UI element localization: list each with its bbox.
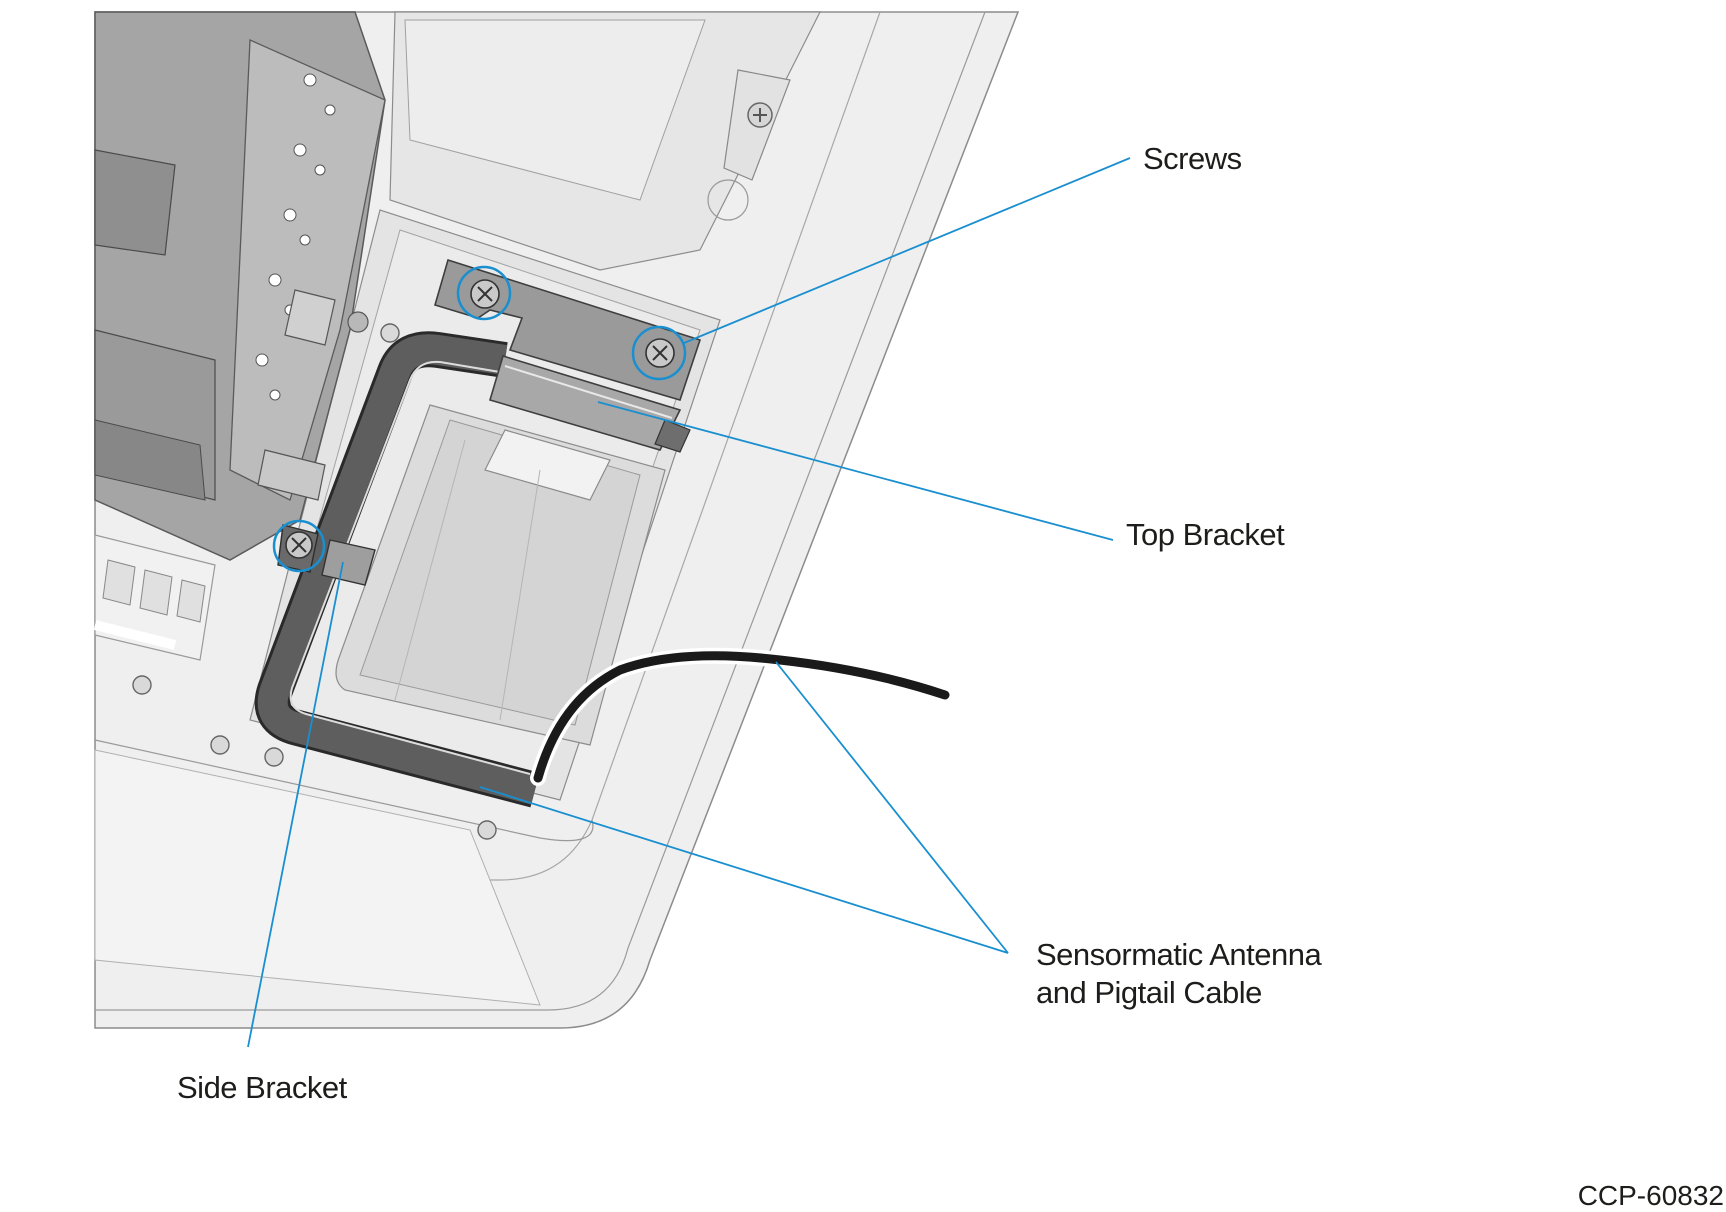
sensormatic-antenna [254, 331, 540, 808]
printer-holes [255, 73, 336, 401]
screw-highlight-ring [272, 519, 326, 573]
figure-id: CCP-60832 [1577, 1180, 1724, 1211]
leader-top-bracket [597, 401, 1114, 541]
cable-core [533, 651, 950, 783]
funnel-crease [499, 469, 541, 721]
lower-plate [94, 749, 541, 1006]
grille-slot-2 [139, 569, 173, 616]
top-bracket-clamp [489, 354, 682, 451]
printer-side-plate [229, 39, 386, 501]
label-top-bracket: Top Bracket [1126, 516, 1285, 554]
frame-screw-2 [210, 735, 230, 755]
printer-face [94, 149, 176, 256]
pigtail-cable [530, 647, 953, 786]
top-bracket-tail [654, 419, 691, 453]
funnel-crease-2 [394, 439, 466, 701]
label-screws-text: Screws [1143, 141, 1242, 176]
housing-bezel-inner [95, 11, 986, 1011]
label-screws: Screws [1143, 140, 1242, 178]
printer-mechanism [94, 11, 386, 561]
label-side-bracket-text: Side Bracket [177, 1070, 347, 1105]
screw-highlight-ring [631, 325, 687, 381]
side-bracket-clamp [321, 539, 376, 586]
label-antenna-line2: and Pigtail Cable [1036, 975, 1262, 1010]
grille-slot-1 [102, 559, 136, 606]
leader-lines [247, 157, 1131, 1048]
screws [272, 265, 687, 573]
label-side-bracket: Side Bracket [177, 1069, 347, 1107]
label-antenna-line1: Sensormatic Antenna [1036, 937, 1322, 972]
screw-side [272, 519, 326, 573]
printer-lower-shade [94, 419, 206, 501]
antenna-loop-face [257, 334, 539, 805]
printer-knob [347, 311, 369, 333]
printer-clip [284, 289, 336, 346]
mount-hole [707, 179, 749, 221]
frame-screw-5 [132, 675, 152, 695]
screw-top-left [456, 265, 512, 321]
mount-screw-slot [753, 108, 767, 122]
frame-screw-1 [380, 323, 400, 343]
printer-tab [257, 449, 326, 501]
label-sensormatic-antenna: Sensormatic Antenna and Pigtail Cable [1036, 936, 1322, 1012]
leader-antenna [479, 786, 1009, 954]
leader-screws [683, 157, 1131, 344]
grille-slot-3 [176, 579, 206, 623]
label-top-bracket-text: Top Bracket [1126, 517, 1285, 552]
screw-top-right [631, 325, 687, 381]
leader-side-bracket [247, 561, 344, 1048]
inner-frame [94, 739, 594, 842]
grille-highlight [93, 620, 177, 650]
frame-screw-4 [477, 820, 497, 840]
leader-cable [775, 661, 1009, 954]
top-bracket-edge [504, 365, 673, 419]
top-bracket [434, 258, 702, 453]
frame-screw-3 [264, 747, 284, 767]
upper-tray-inner [404, 19, 706, 201]
top-bracket-plate [434, 258, 702, 401]
screw-highlight-ring [456, 265, 512, 321]
connector-grille [93, 534, 216, 661]
funnel-slot [484, 429, 611, 501]
housing-bezel-line [480, 11, 881, 881]
antenna-loop-highlight [289, 360, 531, 775]
